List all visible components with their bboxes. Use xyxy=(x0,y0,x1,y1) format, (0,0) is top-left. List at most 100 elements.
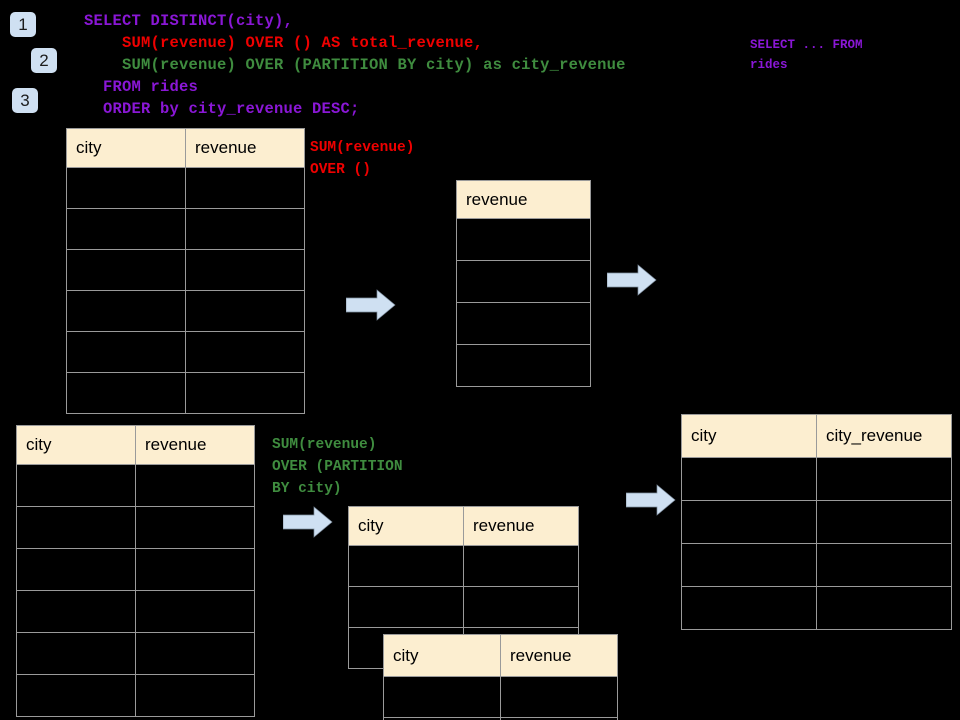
annotation-partition-line-3: BY city) xyxy=(272,481,342,497)
cell-city xyxy=(16,548,136,591)
side-note-line-1: SELECT ... FROM xyxy=(750,38,863,52)
table-row xyxy=(456,218,591,261)
cell-revenue xyxy=(463,586,579,628)
query-line-from: FROM rides xyxy=(84,78,199,96)
table-row xyxy=(456,302,591,345)
table-row xyxy=(348,545,579,587)
cell-revenue xyxy=(500,676,618,718)
cell-revenue xyxy=(456,302,591,345)
table-rides-top: city revenue xyxy=(66,128,305,414)
cell-city xyxy=(66,290,186,332)
cell-revenue xyxy=(135,632,255,675)
arrow-total-to-result-icon xyxy=(607,264,657,296)
annotation-total-revenue-line-1: SUM(revenue) xyxy=(310,140,415,156)
cell-city xyxy=(66,331,186,373)
column-header-city: city xyxy=(383,634,501,677)
cell-city xyxy=(16,632,136,675)
cell-city xyxy=(681,586,817,630)
cell-revenue xyxy=(135,506,255,549)
column-header-revenue: revenue xyxy=(185,128,305,168)
column-header-city-revenue: city_revenue xyxy=(816,414,952,458)
cell-city-revenue xyxy=(816,543,952,587)
table-row xyxy=(16,674,255,717)
annotation-partition-line-2: OVER (PARTITION xyxy=(272,459,403,475)
cell-revenue xyxy=(463,545,579,587)
arrow-rides-to-total-icon xyxy=(346,289,396,321)
annotation-total-revenue-line-2: OVER () xyxy=(310,162,371,178)
table-result: city city_revenue xyxy=(681,414,952,630)
cell-city xyxy=(348,545,464,587)
table-partition-front: city revenue xyxy=(383,634,618,720)
cell-revenue xyxy=(456,344,591,387)
cell-city xyxy=(66,372,186,414)
table-row xyxy=(16,548,255,591)
step-badge-3: 3 xyxy=(12,88,38,113)
column-header-revenue: revenue xyxy=(500,634,618,677)
table-row xyxy=(16,506,255,549)
cell-city xyxy=(66,249,186,291)
cell-revenue xyxy=(456,260,591,303)
step-badge-2: 2 xyxy=(31,48,57,73)
step-badge-1: 1 xyxy=(10,12,36,37)
cell-revenue xyxy=(135,674,255,717)
cell-revenue xyxy=(185,372,305,414)
cell-revenue xyxy=(185,331,305,373)
table-header-row: city revenue xyxy=(16,425,255,465)
cell-revenue xyxy=(135,548,255,591)
table-row xyxy=(16,464,255,507)
side-note-line-2: rides xyxy=(750,58,788,72)
step-badge-2-label: 2 xyxy=(39,51,49,70)
table-row xyxy=(681,586,952,630)
table-row xyxy=(681,543,952,587)
cell-city xyxy=(16,674,136,717)
table-header-row: city revenue xyxy=(66,128,305,168)
table-row xyxy=(66,208,305,250)
step-badge-3-label: 3 xyxy=(20,91,30,110)
column-header-revenue: revenue xyxy=(463,506,579,546)
table-row xyxy=(383,676,618,718)
query-line-select-distinct: SELECT DISTINCT(city), xyxy=(84,12,294,30)
step-badge-1-label: 1 xyxy=(18,15,28,34)
cell-revenue xyxy=(135,590,255,633)
cell-city xyxy=(16,590,136,633)
cell-revenue xyxy=(185,290,305,332)
cell-city xyxy=(681,543,817,587)
cell-revenue xyxy=(456,218,591,261)
cell-revenue xyxy=(185,167,305,209)
table-row xyxy=(66,372,305,414)
table-row xyxy=(66,290,305,332)
cell-city xyxy=(348,586,464,628)
cell-city-revenue xyxy=(816,586,952,630)
table-row xyxy=(681,500,952,544)
cell-city-revenue xyxy=(816,500,952,544)
table-total-revenue: revenue xyxy=(456,180,591,387)
table-row xyxy=(66,167,305,209)
query-line-order-by: ORDER by city_revenue DESC; xyxy=(84,100,360,118)
cell-city-revenue xyxy=(816,457,952,501)
table-row xyxy=(456,260,591,303)
arrow-rides-to-partition-icon xyxy=(283,506,333,538)
table-row xyxy=(681,457,952,501)
column-header-revenue: revenue xyxy=(135,425,255,465)
table-row xyxy=(66,249,305,291)
cell-city xyxy=(16,506,136,549)
cell-revenue xyxy=(185,249,305,291)
table-row xyxy=(383,717,618,720)
table-row xyxy=(16,632,255,675)
table-rides-bottom: city revenue xyxy=(16,425,255,717)
cell-city xyxy=(383,676,501,718)
query-line-total-revenue: SUM(revenue) OVER () AS total_revenue, xyxy=(84,34,484,52)
column-header-city: city xyxy=(16,425,136,465)
table-row xyxy=(456,344,591,387)
column-header-revenue: revenue xyxy=(456,180,591,219)
cell-revenue xyxy=(500,717,618,720)
table-header-row: revenue xyxy=(456,180,591,219)
query-line-city-revenue: SUM(revenue) OVER (PARTITION BY city) as… xyxy=(84,56,626,74)
column-header-city: city xyxy=(66,128,186,168)
table-row xyxy=(66,331,305,373)
table-header-row: city city_revenue xyxy=(681,414,952,458)
table-header-row: city revenue xyxy=(348,506,579,546)
arrow-partition-to-result-icon xyxy=(626,484,676,516)
cell-revenue xyxy=(135,464,255,507)
